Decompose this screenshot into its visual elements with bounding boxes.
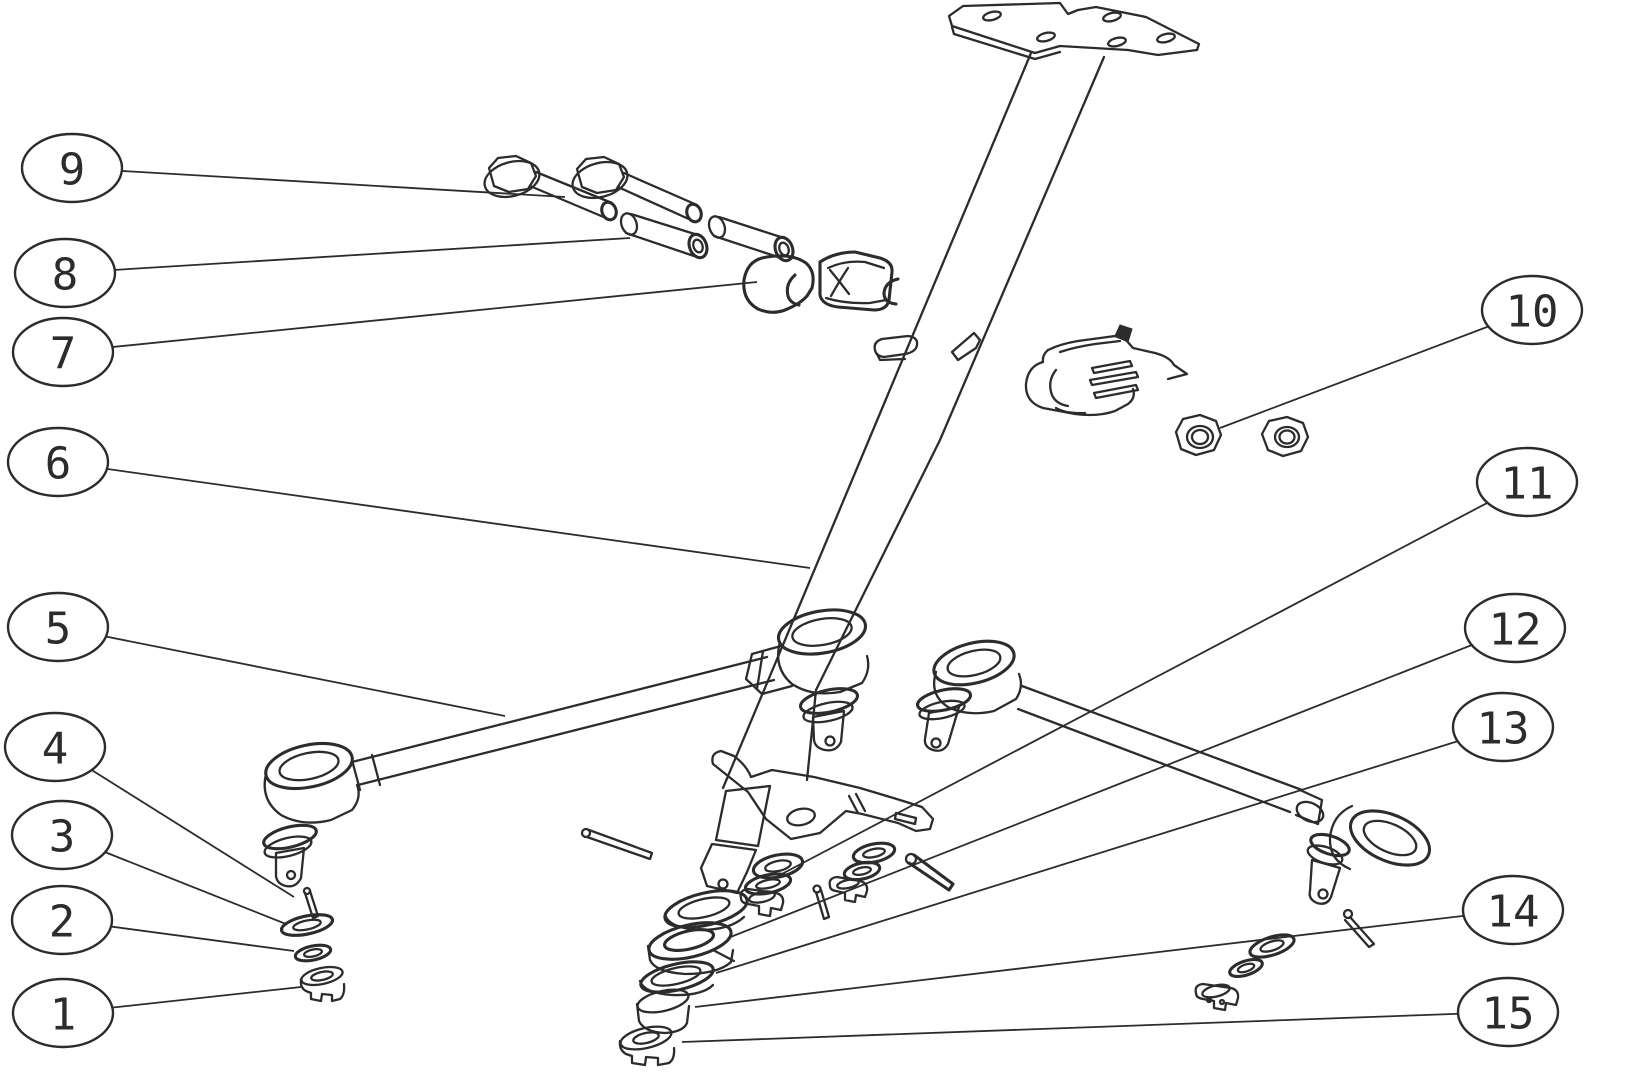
leader-line-5 <box>57 626 506 717</box>
callout-balloon-8: 8 <box>13 237 117 309</box>
balloon-number-6: 6 <box>45 439 72 490</box>
callout-balloon-1: 1 <box>11 977 115 1049</box>
balloon-number-2: 2 <box>49 897 76 948</box>
callout-balloon-3: 3 <box>10 799 114 871</box>
spacer-sleeves <box>619 212 795 263</box>
balloon-number-5: 5 <box>45 604 72 655</box>
leader-lines <box>54 167 1533 1043</box>
left-tie-rod-end-hardware <box>279 886 346 1003</box>
callout-balloon-15: 15 <box>1456 976 1560 1048</box>
balloon-circle-12 <box>1463 592 1567 664</box>
left-cotter-pin <box>580 827 654 861</box>
balloon-number-3: 3 <box>49 812 76 863</box>
leader-line-6 <box>57 461 811 569</box>
balloon-number-7: 7 <box>50 329 77 380</box>
callout-balloon-13: 13 <box>1451 691 1555 763</box>
callout-balloon-4: 4 <box>3 711 107 783</box>
callout-balloon-10: 10 <box>1480 274 1584 346</box>
leader-line-14 <box>694 909 1514 1008</box>
balloon-circle-14 <box>1461 874 1565 946</box>
mounting-plate <box>947 1 1201 61</box>
balloon-number-8: 8 <box>52 250 79 301</box>
callout-balloon-14: 14 <box>1461 874 1565 946</box>
balloon-number-9: 9 <box>59 145 86 196</box>
balloon-circle-1 <box>11 977 115 1049</box>
leader-line-9 <box>71 167 566 198</box>
leader-line-15 <box>681 1011 1509 1043</box>
drag-link <box>262 608 870 888</box>
balloon-circle-11 <box>1475 446 1579 518</box>
callout-balloon-12: 12 <box>1463 592 1567 664</box>
callout-balloon-5: 5 <box>6 591 110 663</box>
balloon-number-13: 13 <box>1477 704 1530 755</box>
balloon-number-4: 4 <box>42 724 69 775</box>
balloon-circle-5 <box>6 591 110 663</box>
balloon-number-12: 12 <box>1489 605 1542 656</box>
balloon-number-15: 15 <box>1482 989 1535 1040</box>
bearing-stack <box>618 889 749 1067</box>
upper-u-joint <box>742 250 900 314</box>
balloon-circle-13 <box>1451 691 1555 763</box>
center-right-tie-rod-end <box>915 639 1023 752</box>
callout-balloon-11: 11 <box>1475 446 1579 518</box>
balloon-circle-2 <box>10 884 114 956</box>
leader-line-4 <box>54 746 295 898</box>
callout-balloons: 9 8 7 6 5 4 3 2 1 10 11 12 13 14 15 <box>3 132 1584 1049</box>
balloon-circle-8 <box>13 237 117 309</box>
right-tie-rod-end-hardware <box>1194 908 1376 1012</box>
leader-line-11 <box>777 481 1528 877</box>
leader-line-12 <box>727 627 1516 939</box>
balloon-number-14: 14 <box>1487 887 1540 938</box>
balloon-circle-3 <box>10 799 114 871</box>
balloon-circle-9 <box>20 132 124 204</box>
callout-balloon-2: 2 <box>10 884 114 956</box>
balloon-circle-6 <box>6 426 110 498</box>
leader-line-7 <box>62 281 758 353</box>
callout-balloon-7: 7 <box>11 316 115 388</box>
lower-u-joint-clamp <box>1024 324 1189 417</box>
tie-rod <box>1016 684 1432 905</box>
pitman-arm <box>711 749 935 841</box>
hex-nuts <box>1174 413 1310 458</box>
wedge-keys <box>873 331 982 362</box>
balloon-number-11: 11 <box>1501 459 1554 510</box>
callout-balloon-6: 6 <box>6 426 110 498</box>
balloon-circle-4 <box>3 711 107 783</box>
balloon-number-10: 10 <box>1506 287 1559 338</box>
leader-line-8 <box>64 237 631 274</box>
balloon-circle-10 <box>1480 274 1584 346</box>
callout-balloon-9: 9 <box>20 132 124 204</box>
balloon-circle-15 <box>1456 976 1560 1048</box>
leader-line-10 <box>1219 309 1533 429</box>
balloon-number-1: 1 <box>50 990 77 1041</box>
shaft-hardware-row <box>739 841 955 921</box>
balloon-circle-7 <box>11 316 115 388</box>
leader-line-13 <box>715 726 1504 974</box>
steering-column-shaft <box>699 51 1106 895</box>
hex-bolts <box>483 154 703 224</box>
